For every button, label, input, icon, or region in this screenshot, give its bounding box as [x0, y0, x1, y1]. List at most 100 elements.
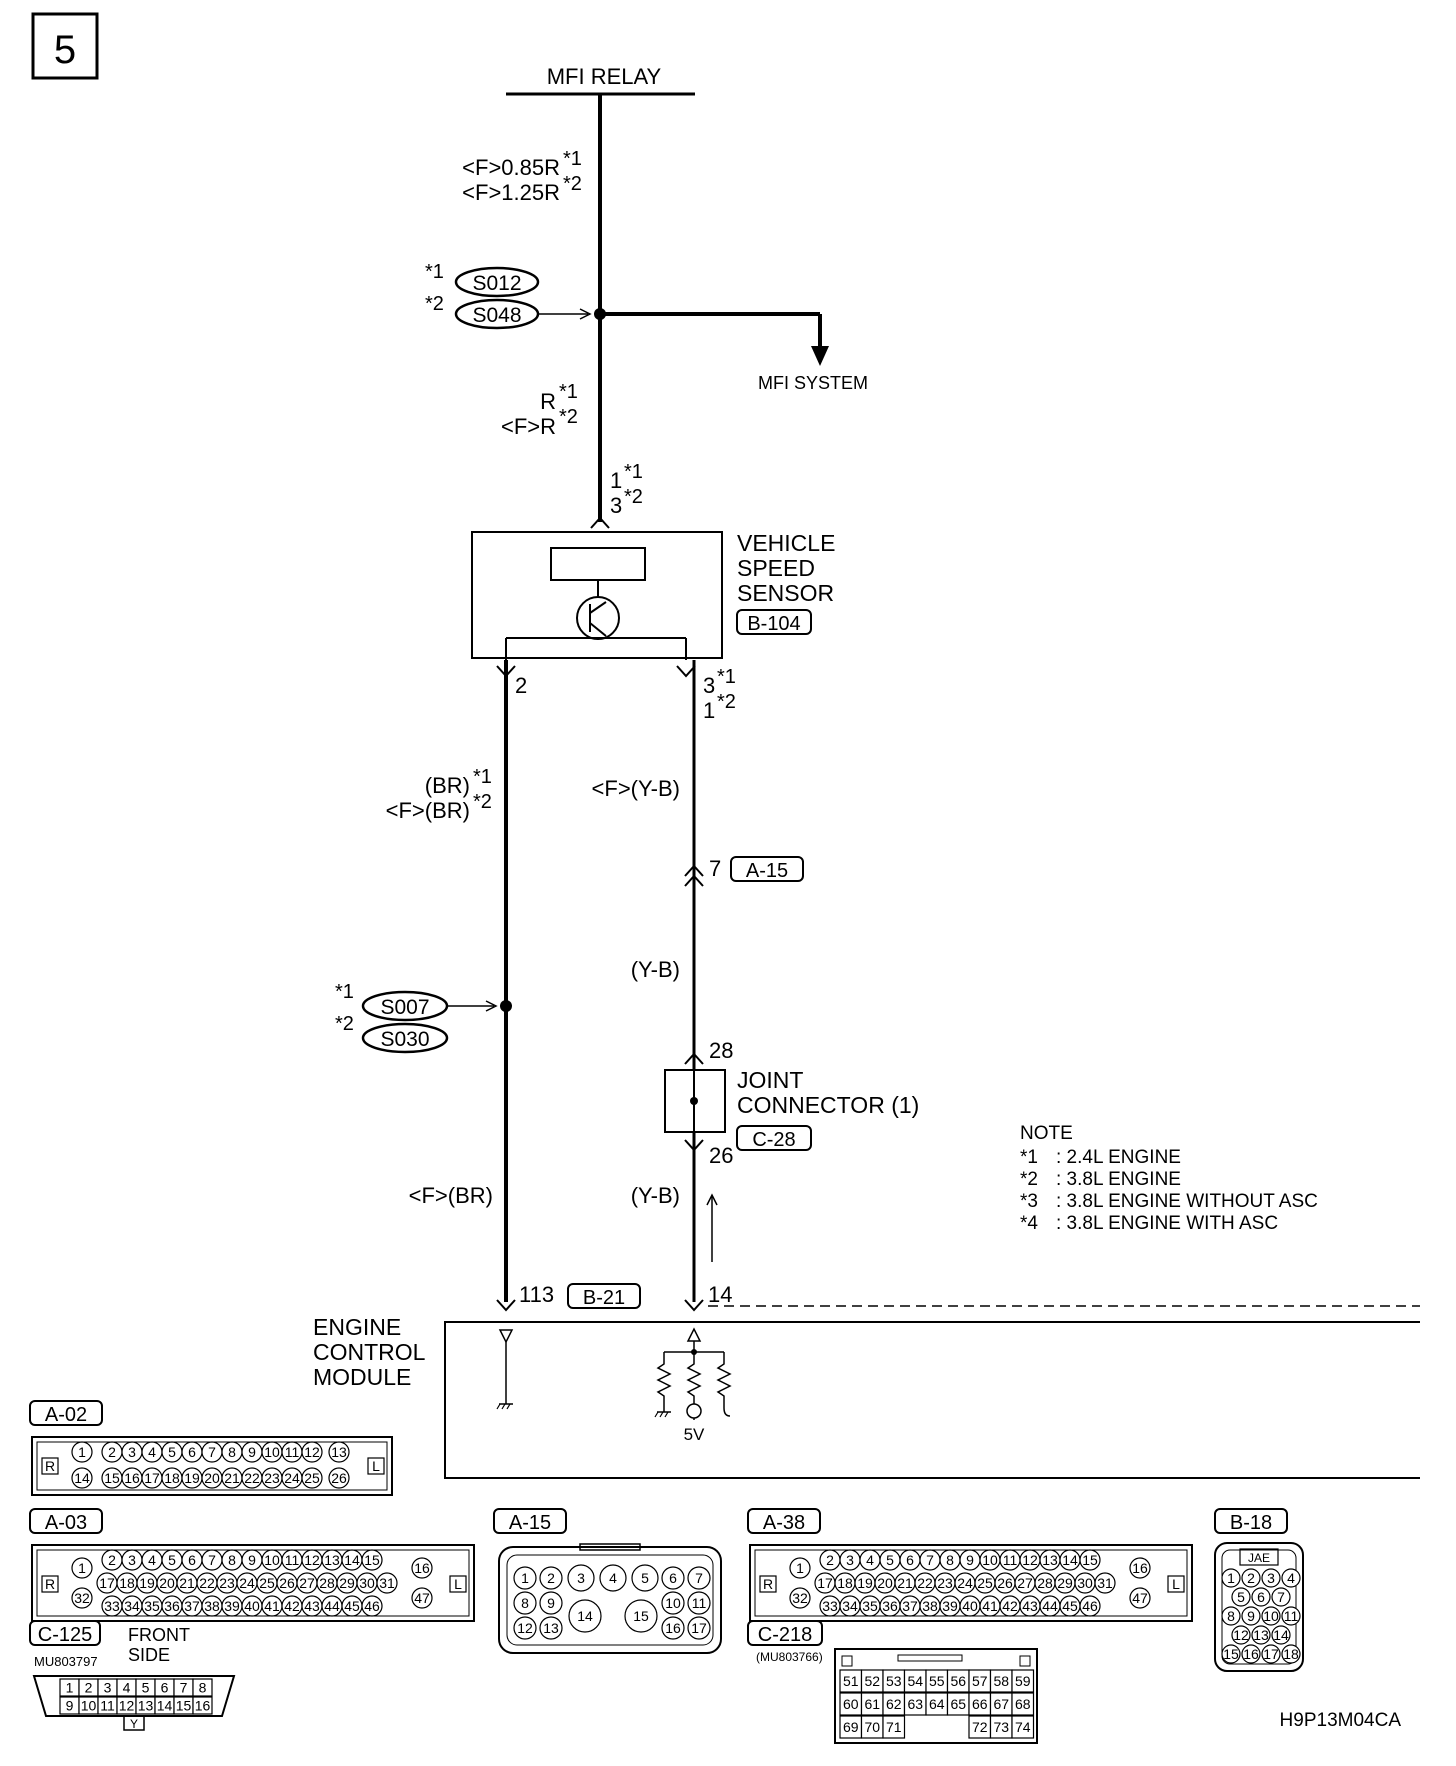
svg-text:37: 37	[184, 1598, 200, 1614]
connector-tag-a15: A-15	[493, 1508, 567, 1534]
svg-text:12: 12	[304, 1444, 320, 1460]
a38-pin-4: 4	[859, 1549, 881, 1571]
c218-pin-64: 64	[925, 1692, 949, 1716]
svg-text:2: 2	[826, 1552, 834, 1568]
svg-text:60: 60	[843, 1696, 859, 1712]
a03-pin-6: 6	[181, 1549, 203, 1571]
a38-pin-41: 41	[979, 1595, 1001, 1617]
svg-text:24: 24	[957, 1575, 973, 1591]
a03-pin-15: 15	[361, 1549, 383, 1571]
a38-pin-36: 36	[879, 1595, 901, 1617]
vehicle-speed-sensor	[471, 531, 723, 660]
a03-pin-46: 46	[361, 1595, 383, 1617]
svg-text:36: 36	[164, 1598, 180, 1614]
c125-key: Y	[130, 1717, 138, 1731]
a03-pin-9: 9	[241, 1549, 263, 1571]
a03-pin-26: 26	[276, 1572, 298, 1594]
svg-text:52: 52	[864, 1673, 880, 1689]
mfi-system-label: MFI SYSTEM	[758, 373, 868, 393]
a02-pin-4: 4	[141, 1441, 163, 1463]
svg-text:R: R	[540, 389, 556, 414]
svg-text:3: 3	[577, 1570, 585, 1586]
svg-text:18: 18	[1283, 1646, 1299, 1662]
splice-id-s012: S012	[472, 272, 521, 295]
a03-pin-10: 10	[261, 1549, 283, 1571]
a03-pin-36: 36	[161, 1595, 183, 1617]
svg-text:47: 47	[414, 1590, 430, 1606]
mfi-branch-arrow	[811, 346, 829, 366]
svg-text:1: 1	[78, 1444, 86, 1460]
svg-text:L: L	[454, 1576, 462, 1592]
splice-id-s048: S048	[472, 304, 521, 327]
a38-pin-39: 39	[939, 1595, 961, 1617]
connector-mark-ecm-left	[496, 1299, 516, 1312]
a38-pin-1: 1	[789, 1557, 811, 1579]
a02-pin-22: 22	[241, 1467, 263, 1489]
a02-pin-5: 5	[161, 1441, 183, 1463]
svg-text:2: 2	[85, 1680, 93, 1696]
b18-pin-15: 15	[1221, 1644, 1241, 1664]
svg-text:13: 13	[331, 1444, 347, 1460]
splice-s012-s048: *1 S012 *2 S048	[425, 261, 592, 330]
a38-pin-28: 28	[1034, 1572, 1056, 1594]
a15-pin-14: 14	[568, 1599, 602, 1633]
svg-text:3: 3	[128, 1444, 136, 1460]
a03-pin-7: 7	[201, 1549, 223, 1571]
a03-pin-23: 23	[216, 1572, 238, 1594]
svg-text:7: 7	[208, 1552, 216, 1568]
page-number-box: 5	[31, 12, 99, 80]
b18-label: JAE	[1248, 1551, 1270, 1565]
ecm-left-ground	[496, 1329, 514, 1410]
svg-text:A-02: A-02	[45, 1404, 87, 1426]
a03-pin-47: 47	[411, 1587, 433, 1609]
svg-text:32: 32	[74, 1590, 90, 1606]
ecm-pin-right: 14	[708, 1282, 732, 1307]
svg-text:25: 25	[304, 1470, 320, 1486]
a02-pin-6: 6	[181, 1441, 203, 1463]
svg-text:14: 14	[577, 1608, 593, 1624]
svg-text:32: 32	[792, 1590, 808, 1606]
svg-text:: 2.4L ENGINE: : 2.4L ENGINE	[1056, 1147, 1181, 1168]
svg-text:43: 43	[1022, 1598, 1038, 1614]
svg-text:57: 57	[972, 1673, 988, 1689]
svg-text:15: 15	[176, 1698, 192, 1714]
svg-text:10: 10	[81, 1698, 97, 1714]
svg-text:43: 43	[304, 1598, 320, 1614]
a38-pin-32: 32	[789, 1587, 811, 1609]
a38-pin-19: 19	[854, 1572, 876, 1594]
svg-text:29: 29	[1057, 1575, 1073, 1591]
a38-pin-15: 15	[1079, 1549, 1101, 1571]
svg-text:70: 70	[864, 1719, 880, 1735]
connector-tag-b18: B-18	[1214, 1508, 1288, 1534]
a03-pin-32: 32	[71, 1587, 93, 1609]
svg-text:11: 11	[1284, 1608, 1299, 1624]
c218-pin-53: 53	[882, 1669, 906, 1693]
a38-pin-21: 21	[894, 1572, 916, 1594]
svg-text:59: 59	[1015, 1673, 1031, 1689]
svg-text:14: 14	[157, 1698, 173, 1714]
svg-text:24: 24	[284, 1470, 300, 1486]
svg-text:10: 10	[665, 1595, 681, 1611]
c218-pin-65: 65	[946, 1692, 970, 1716]
svg-text:12: 12	[119, 1698, 135, 1714]
svg-text:25: 25	[977, 1575, 993, 1591]
c218-part-number: (MU803766)	[756, 1650, 823, 1664]
c125-side-line1: FRONT	[128, 1625, 190, 1645]
connector-mark-ecm-right	[684, 1299, 704, 1312]
a02-pin-3: 3	[121, 1441, 143, 1463]
svg-text:25: 25	[259, 1575, 275, 1591]
svg-text:*3: *3	[1020, 1191, 1038, 1212]
c125-pin-9: 9	[59, 1696, 80, 1715]
svg-text:4: 4	[609, 1570, 617, 1586]
svg-text:: 3.8L ENGINE: : 3.8L ENGINE	[1056, 1169, 1181, 1190]
c125-pin-5: 5	[135, 1678, 156, 1697]
svg-text:41: 41	[982, 1598, 998, 1614]
svg-text:16: 16	[1132, 1560, 1148, 1576]
svg-text:65: 65	[950, 1696, 966, 1712]
joint-pin-in: 28	[709, 1038, 733, 1063]
svg-text:5: 5	[1237, 1589, 1245, 1605]
svg-text:26: 26	[997, 1575, 1013, 1591]
svg-text:15: 15	[104, 1470, 120, 1486]
